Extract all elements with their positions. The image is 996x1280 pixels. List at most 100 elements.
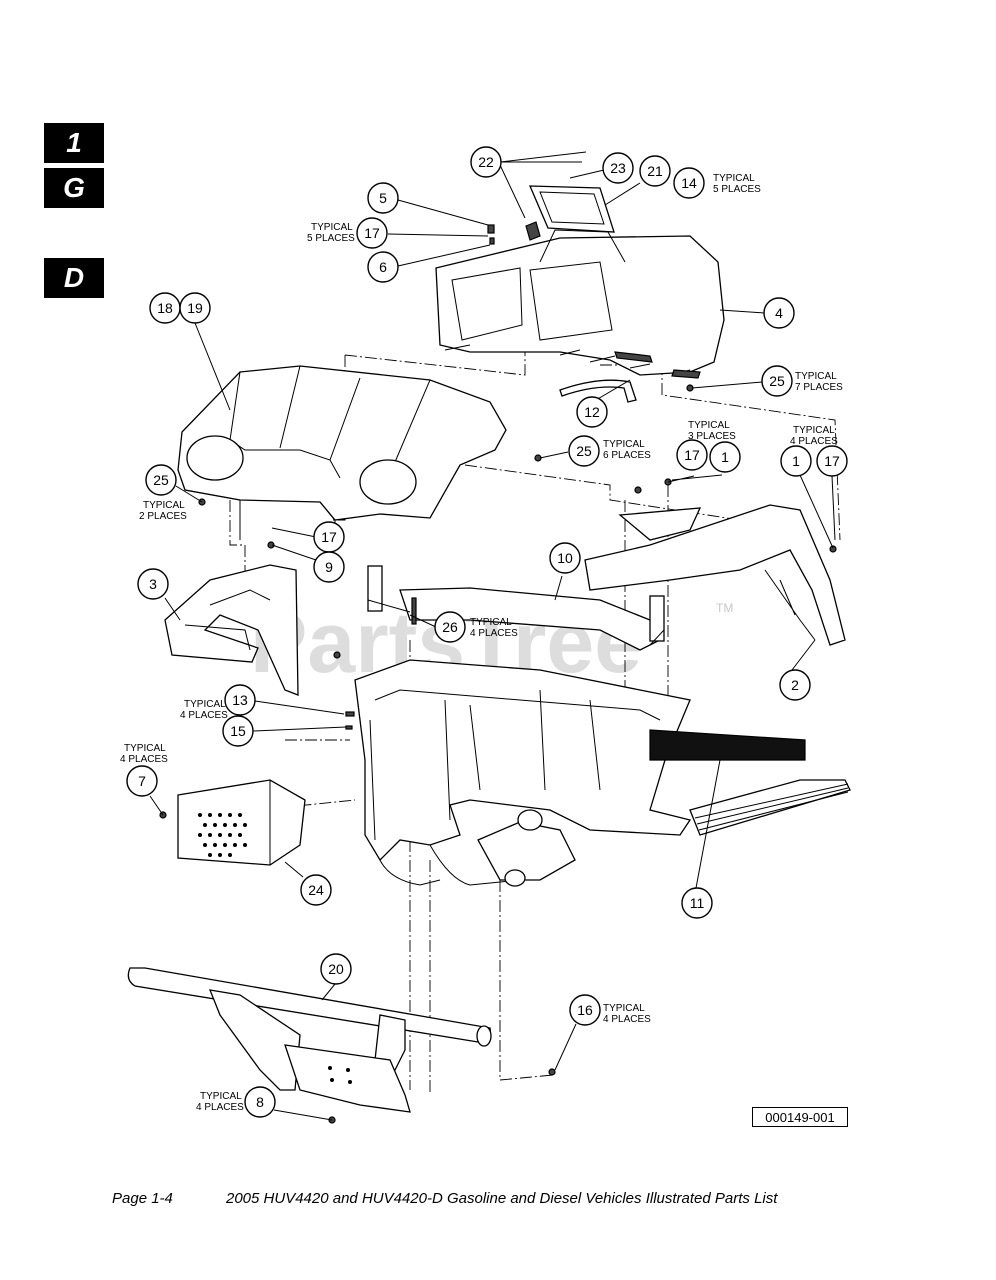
svg-text:22: 22 bbox=[478, 154, 494, 170]
svg-text:3 PLACES: 3 PLACES bbox=[688, 431, 736, 442]
callout-22: 22 bbox=[470, 146, 502, 178]
rear-body-panel bbox=[435, 229, 725, 379]
svg-text:6 PLACES: 6 PLACES bbox=[603, 450, 651, 461]
callout-3: 3 bbox=[137, 568, 169, 600]
svg-text:5 PLACES: 5 PLACES bbox=[307, 233, 355, 244]
svg-text:24: 24 bbox=[308, 882, 324, 898]
svg-text:4 PLACES: 4 PLACES bbox=[120, 754, 168, 765]
callout-25-middle: 25 bbox=[568, 435, 600, 467]
svg-text:16: 16 bbox=[577, 1002, 593, 1018]
callout-23: 23 bbox=[602, 152, 634, 184]
svg-text:4 PLACES: 4 PLACES bbox=[180, 710, 228, 721]
callout-2: 2 bbox=[779, 669, 811, 701]
svg-text:7 PLACES: 7 PLACES bbox=[795, 382, 843, 393]
svg-text:TYPICAL: TYPICAL bbox=[793, 425, 835, 436]
strap bbox=[559, 379, 637, 403]
svg-text:17: 17 bbox=[684, 447, 700, 463]
svg-text:11: 11 bbox=[690, 895, 705, 911]
svg-text:TYPICAL: TYPICAL bbox=[470, 617, 512, 628]
svg-text:14: 14 bbox=[681, 175, 697, 191]
callout-21: 21 bbox=[639, 155, 671, 187]
svg-text:TYPICAL: TYPICAL bbox=[143, 500, 185, 511]
svg-text:19: 19 bbox=[187, 300, 203, 316]
svg-text:5: 5 bbox=[379, 190, 387, 206]
svg-text:17: 17 bbox=[824, 453, 840, 469]
callout-16: 16 bbox=[569, 994, 601, 1026]
svg-text:25: 25 bbox=[153, 472, 169, 488]
svg-text:26: 26 bbox=[442, 619, 458, 635]
callout-5: 5 bbox=[367, 182, 399, 214]
bracket bbox=[525, 185, 615, 241]
svg-text:13: 13 bbox=[232, 692, 248, 708]
svg-text:17: 17 bbox=[321, 529, 337, 545]
svg-text:1: 1 bbox=[721, 449, 729, 465]
svg-text:TYPICAL: TYPICAL bbox=[200, 1091, 242, 1102]
svg-text:2 PLACES: 2 PLACES bbox=[139, 511, 187, 522]
callout-7: 7 bbox=[126, 765, 158, 797]
svg-text:21: 21 bbox=[647, 163, 663, 179]
callout-1-right: 1 bbox=[780, 445, 812, 477]
svg-text:7: 7 bbox=[138, 773, 146, 789]
callout-24: 24 bbox=[300, 874, 332, 906]
watermark-trademark: TM bbox=[716, 601, 733, 615]
callout-8: 8 bbox=[244, 1086, 276, 1118]
svg-text:10: 10 bbox=[557, 550, 573, 566]
brush-guard bbox=[127, 967, 492, 1113]
section-tab-g: G bbox=[44, 168, 104, 208]
svg-text:5 PLACES: 5 PLACES bbox=[713, 184, 761, 195]
section-tab-1: 1 bbox=[44, 123, 104, 163]
callout-4: 4 bbox=[763, 297, 795, 329]
callout-18: 18 bbox=[149, 292, 181, 324]
frame bbox=[354, 659, 692, 887]
callout-17-right: 17 bbox=[816, 445, 848, 477]
svg-text:4 PLACES: 4 PLACES bbox=[603, 1014, 651, 1025]
callout-13: 13 bbox=[224, 684, 256, 716]
svg-text:8: 8 bbox=[256, 1094, 264, 1110]
svg-text:9: 9 bbox=[325, 559, 333, 575]
svg-text:TYPICAL: TYPICAL bbox=[603, 1003, 645, 1014]
callout-1-center: 1 bbox=[709, 441, 741, 473]
callout-25-right: 25 bbox=[761, 365, 793, 397]
callout-10: 10 bbox=[549, 542, 581, 574]
grille-plate bbox=[177, 779, 306, 866]
callout-14: 14 bbox=[673, 167, 705, 199]
svg-text:2: 2 bbox=[791, 677, 799, 693]
svg-text:25: 25 bbox=[769, 373, 785, 389]
svg-text:4: 4 bbox=[775, 305, 783, 321]
callout-9: 9 bbox=[313, 551, 345, 583]
svg-text:18: 18 bbox=[157, 300, 173, 316]
callout-25-left: 25 bbox=[145, 464, 177, 496]
svg-text:TYPICAL: TYPICAL bbox=[795, 371, 837, 382]
footer-page-number: Page 1-4 bbox=[112, 1190, 173, 1207]
callout-11: 11 bbox=[681, 887, 713, 919]
section-tab-d: D bbox=[44, 258, 104, 298]
callout-15: 15 bbox=[222, 715, 254, 747]
svg-text:TYPICAL: TYPICAL bbox=[124, 743, 166, 754]
svg-text:4 PLACES: 4 PLACES bbox=[196, 1102, 244, 1113]
svg-text:12: 12 bbox=[584, 404, 600, 420]
hood-cowl bbox=[177, 365, 507, 540]
svg-text:TYPICAL: TYPICAL bbox=[311, 222, 353, 233]
svg-text:17: 17 bbox=[364, 225, 380, 241]
svg-text:TYPICAL: TYPICAL bbox=[688, 420, 730, 431]
right-fender bbox=[584, 504, 846, 646]
svg-text:20: 20 bbox=[328, 961, 344, 977]
callout-17-fender-right: 17 bbox=[676, 439, 708, 471]
callout-12: 12 bbox=[576, 396, 608, 428]
running-board bbox=[649, 729, 851, 836]
svg-text:23: 23 bbox=[610, 160, 626, 176]
drawing-number: 000149-001 bbox=[752, 1107, 848, 1127]
svg-text:TYPICAL: TYPICAL bbox=[713, 173, 755, 184]
svg-text:1: 1 bbox=[792, 453, 800, 469]
callout-20: 20 bbox=[320, 953, 352, 985]
